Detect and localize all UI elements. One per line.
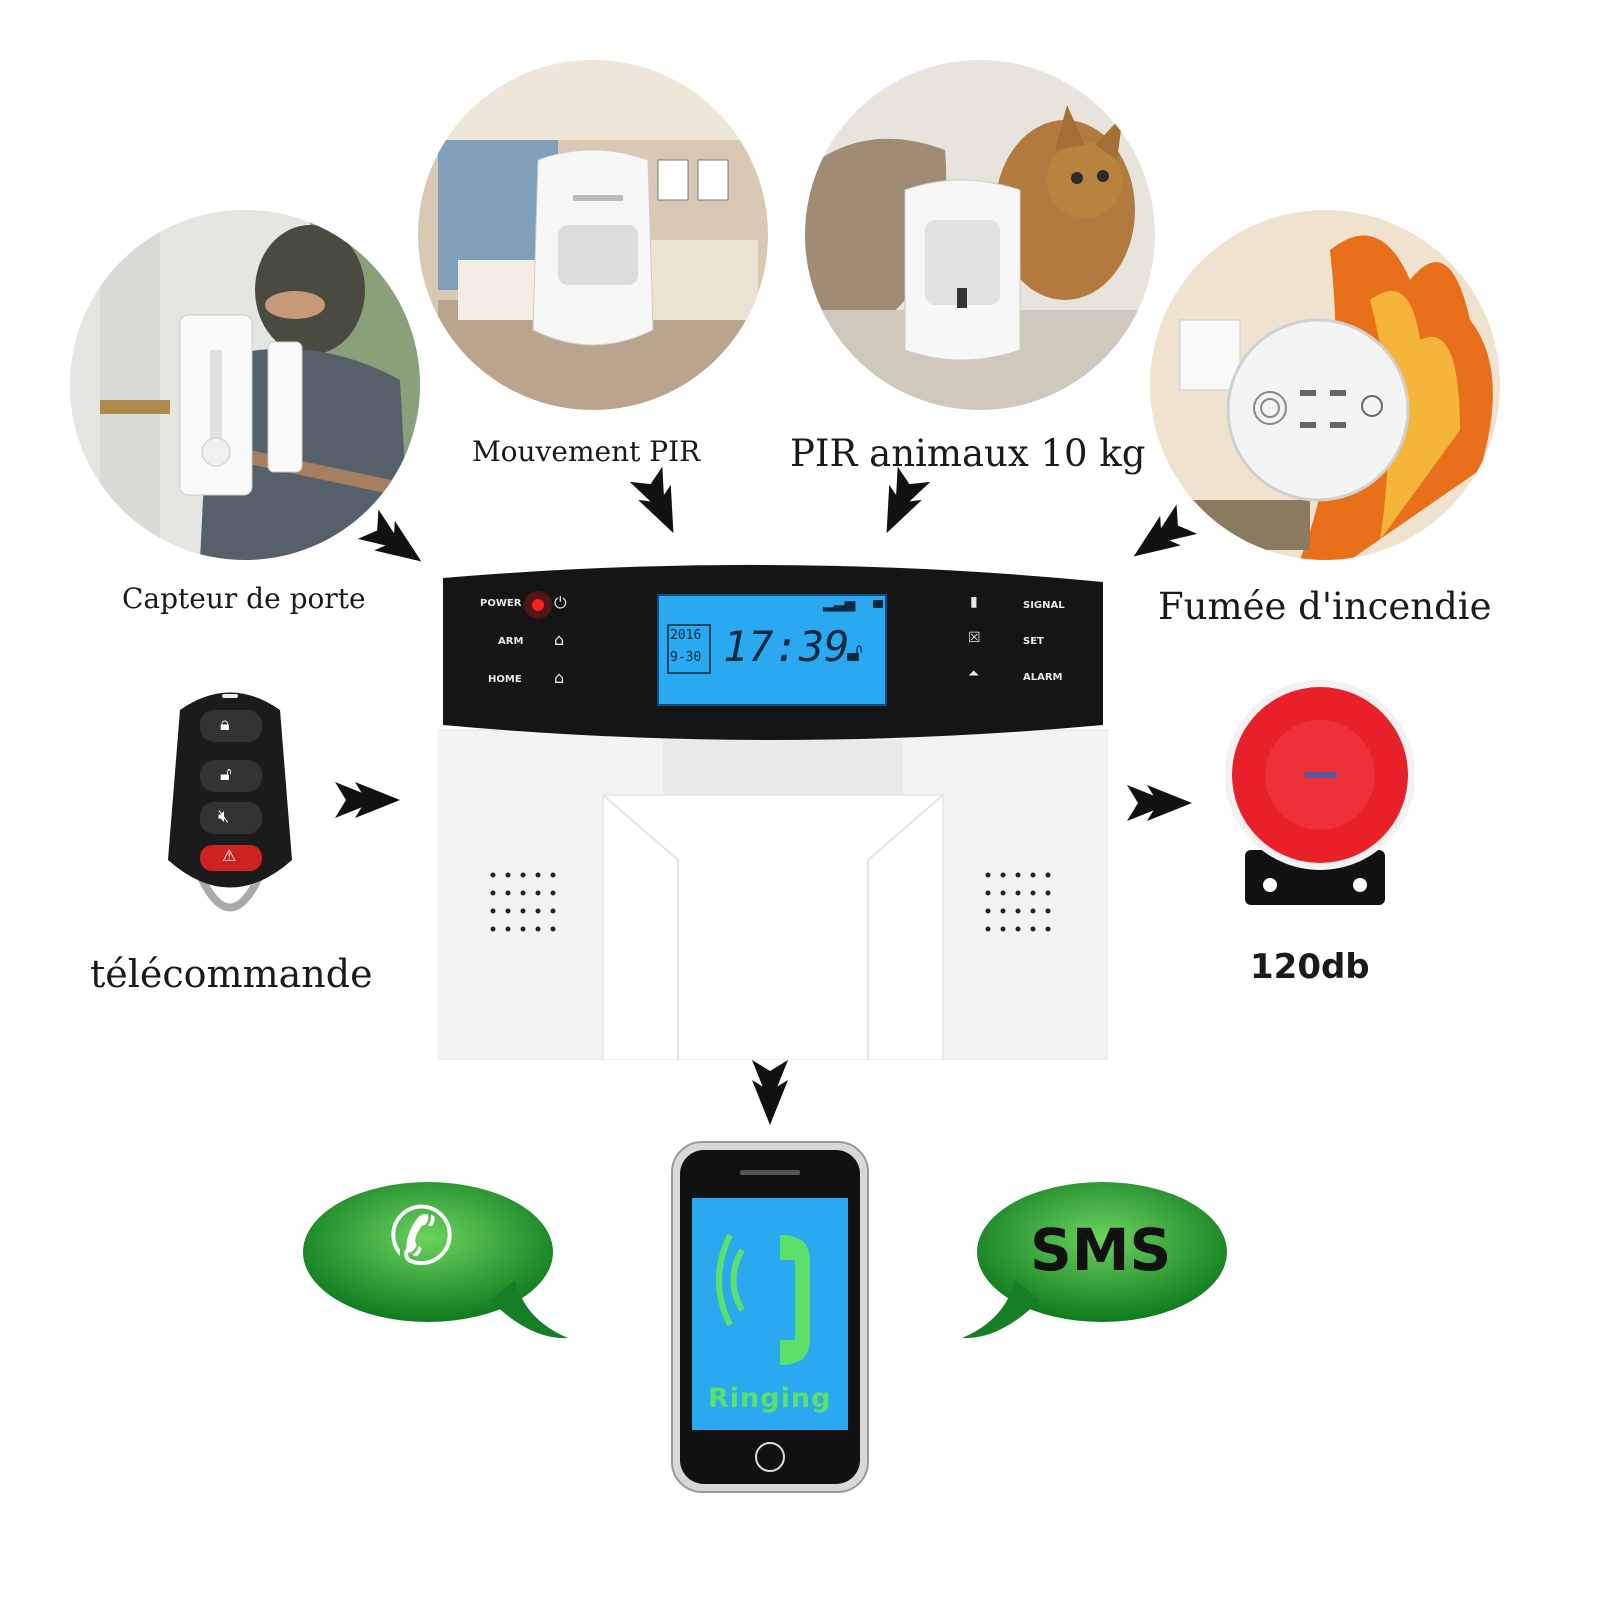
- smartphone-icon: Ringing: [670, 1140, 870, 1495]
- sms-bubble: SMS: [960, 1180, 1230, 1345]
- home-house-icon: ⌂: [554, 668, 565, 687]
- arrow-siren: [1127, 785, 1192, 821]
- siren-label: 120db: [1250, 947, 1370, 987]
- phone-call-icon: ✆: [388, 1190, 456, 1283]
- door-sensor-label: Capteur de porte: [122, 582, 366, 615]
- pet-pir-label: PIR animaux 10 kg: [790, 432, 1146, 475]
- remote-sos-icon: ⚠: [222, 846, 237, 865]
- arrow-pet: [870, 466, 931, 541]
- arm-house-icon: ⌂: [554, 630, 565, 649]
- signal-label: SIGNAL: [1023, 600, 1065, 611]
- alarm-panel: POWER ARM HOME ⏻ ⌂ ⌂ SIGNAL SET ALARM ▮ …: [438, 560, 1108, 1060]
- lcd-date: 9-30: [670, 650, 702, 665]
- phone-status-text: Ringing: [708, 1383, 832, 1414]
- alarm-label: ALARM: [1023, 672, 1063, 683]
- lcd-signal-icon: ▂▃▅: [823, 596, 856, 612]
- remote-label: télécommande: [90, 952, 373, 996]
- arrow-remote: [335, 782, 400, 818]
- arrow-phone: [752, 1060, 788, 1125]
- alarm-icon: ⏶: [968, 666, 980, 682]
- lcd-unlock-icon: 🔓︎: [846, 638, 863, 668]
- remote-mute-icon: 🔇︎: [218, 806, 230, 827]
- left-speaker-grill: [490, 872, 556, 932]
- arm-label: ARM: [498, 636, 524, 647]
- arrow-motion: [629, 466, 690, 541]
- motion-pir-label: Mouvement PIR: [472, 435, 701, 468]
- set-label: SET: [1023, 636, 1044, 647]
- right-speaker-grill: [985, 872, 1051, 932]
- lcd-year: 2016: [670, 628, 702, 643]
- door-sensor-photo: [70, 210, 420, 560]
- phone-call-bubble: ✆: [300, 1180, 570, 1345]
- set-icon: ☒: [968, 630, 981, 646]
- home-label: HOME: [488, 674, 522, 685]
- remote-lock-icon: 🔒︎: [220, 714, 230, 735]
- smoke-detector-photo: [1150, 210, 1500, 560]
- siren-icon: [1220, 680, 1430, 920]
- arrow-door: [357, 509, 432, 577]
- lcd-time: 17:39: [723, 622, 850, 671]
- remote-control-icon: 🔒︎ 🔓︎ 🔇︎ ⚠: [160, 680, 300, 940]
- smoke-label: Fumée d'incendie: [1158, 585, 1492, 628]
- power-icon: ⏻: [554, 593, 567, 612]
- pet-pir-photo: [805, 60, 1155, 410]
- signal-icon: ▮: [970, 594, 978, 610]
- power-label: POWER: [480, 598, 522, 609]
- arrow-smoke: [1123, 504, 1198, 572]
- remote-unlock-icon: 🔓︎: [220, 764, 232, 785]
- motion-pir-photo: [418, 60, 768, 410]
- sms-text: SMS: [1030, 1216, 1172, 1284]
